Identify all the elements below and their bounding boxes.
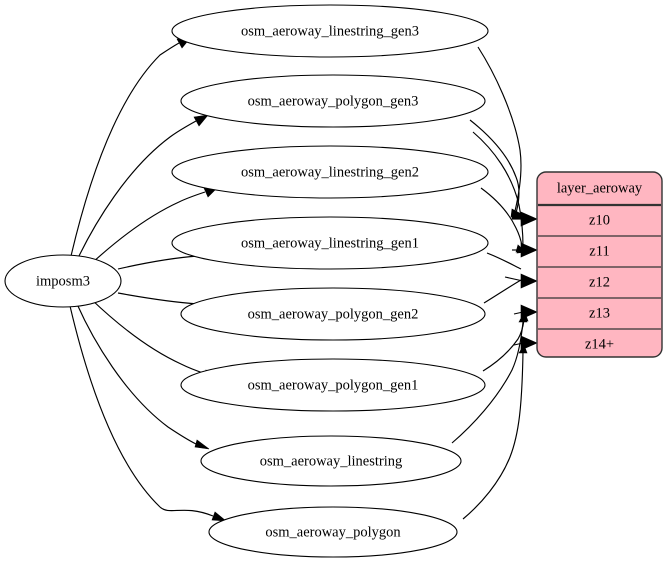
edge-group-tables-to-layer [451,46,538,520]
node-imposm3[interactable]: imposm3 [4,254,122,308]
node-label-linestring-gen2: osm_aeroway_linestring_gen2 [241,164,419,180]
edge-linestring-gen1-to-z12 [486,252,522,270]
node-label-polygon-gen1: osm_aeroway_polygon_gen1 [248,377,419,393]
node-layer-aeroway[interactable]: layer_aeroway z10 z11 z12 z13 z14+ [536,171,663,358]
node-osm-aeroway-polygon-gen1[interactable]: osm_aeroway_polygon_gen1 [180,358,486,412]
layer-aeroway-header: layer_aeroway [557,180,643,196]
edge-arrow-z12 [504,273,538,289]
node-label-linestring: osm_aeroway_linestring [260,453,403,469]
node-label-linestring-gen3: osm_aeroway_linestring_gen3 [241,23,419,39]
layer-row-z14[interactable]: z14+ [585,336,614,352]
node-osm-aeroway-linestring-gen2[interactable]: osm_aeroway_linestring_gen2 [171,145,489,199]
layer-row-z13[interactable]: z13 [589,305,610,321]
edge-arrow-z14 [513,335,538,351]
node-label-linestring-gen1: osm_aeroway_linestring_gen1 [241,235,419,251]
node-osm-aeroway-polygon-gen3[interactable]: osm_aeroway_polygon_gen3 [180,74,486,128]
edge-polygon-to-z14 [462,344,528,520]
node-label-polygon-gen3: osm_aeroway_polygon_gen3 [248,93,419,109]
edge-imposm3-to-linestring [76,303,210,450]
node-label-polygon: osm_aeroway_polygon [265,524,401,540]
edge-imposm3-to-linestring-gen3 [70,36,192,257]
node-osm-aeroway-polygon[interactable]: osm_aeroway_polygon [208,506,458,558]
edge-arrow-z11 [512,242,538,258]
node-osm-aeroway-linestring-gen3[interactable]: osm_aeroway_linestring_gen3 [171,4,489,58]
edge-polygon-gen2-to-z12 [483,279,522,304]
node-osm-aeroway-polygon-gen2[interactable]: osm_aeroway_polygon_gen2 [180,287,486,341]
edge-imposm3-to-polygon [69,305,227,522]
node-osm-aeroway-linestring[interactable]: osm_aeroway_linestring [200,435,462,487]
layer-row-z12[interactable]: z12 [589,274,610,290]
edge-imposm3-to-polygon-gen3 [77,114,209,259]
edge-arrow-z13 [513,304,538,320]
node-osm-aeroway-linestring-gen1[interactable]: osm_aeroway_linestring_gen1 [171,216,489,270]
layer-row-z11[interactable]: z11 [589,243,609,259]
node-imposm3-label: imposm3 [36,273,90,289]
layer-row-z10[interactable]: z10 [589,212,610,228]
node-label-polygon-gen2: osm_aeroway_polygon_gen2 [248,306,419,322]
